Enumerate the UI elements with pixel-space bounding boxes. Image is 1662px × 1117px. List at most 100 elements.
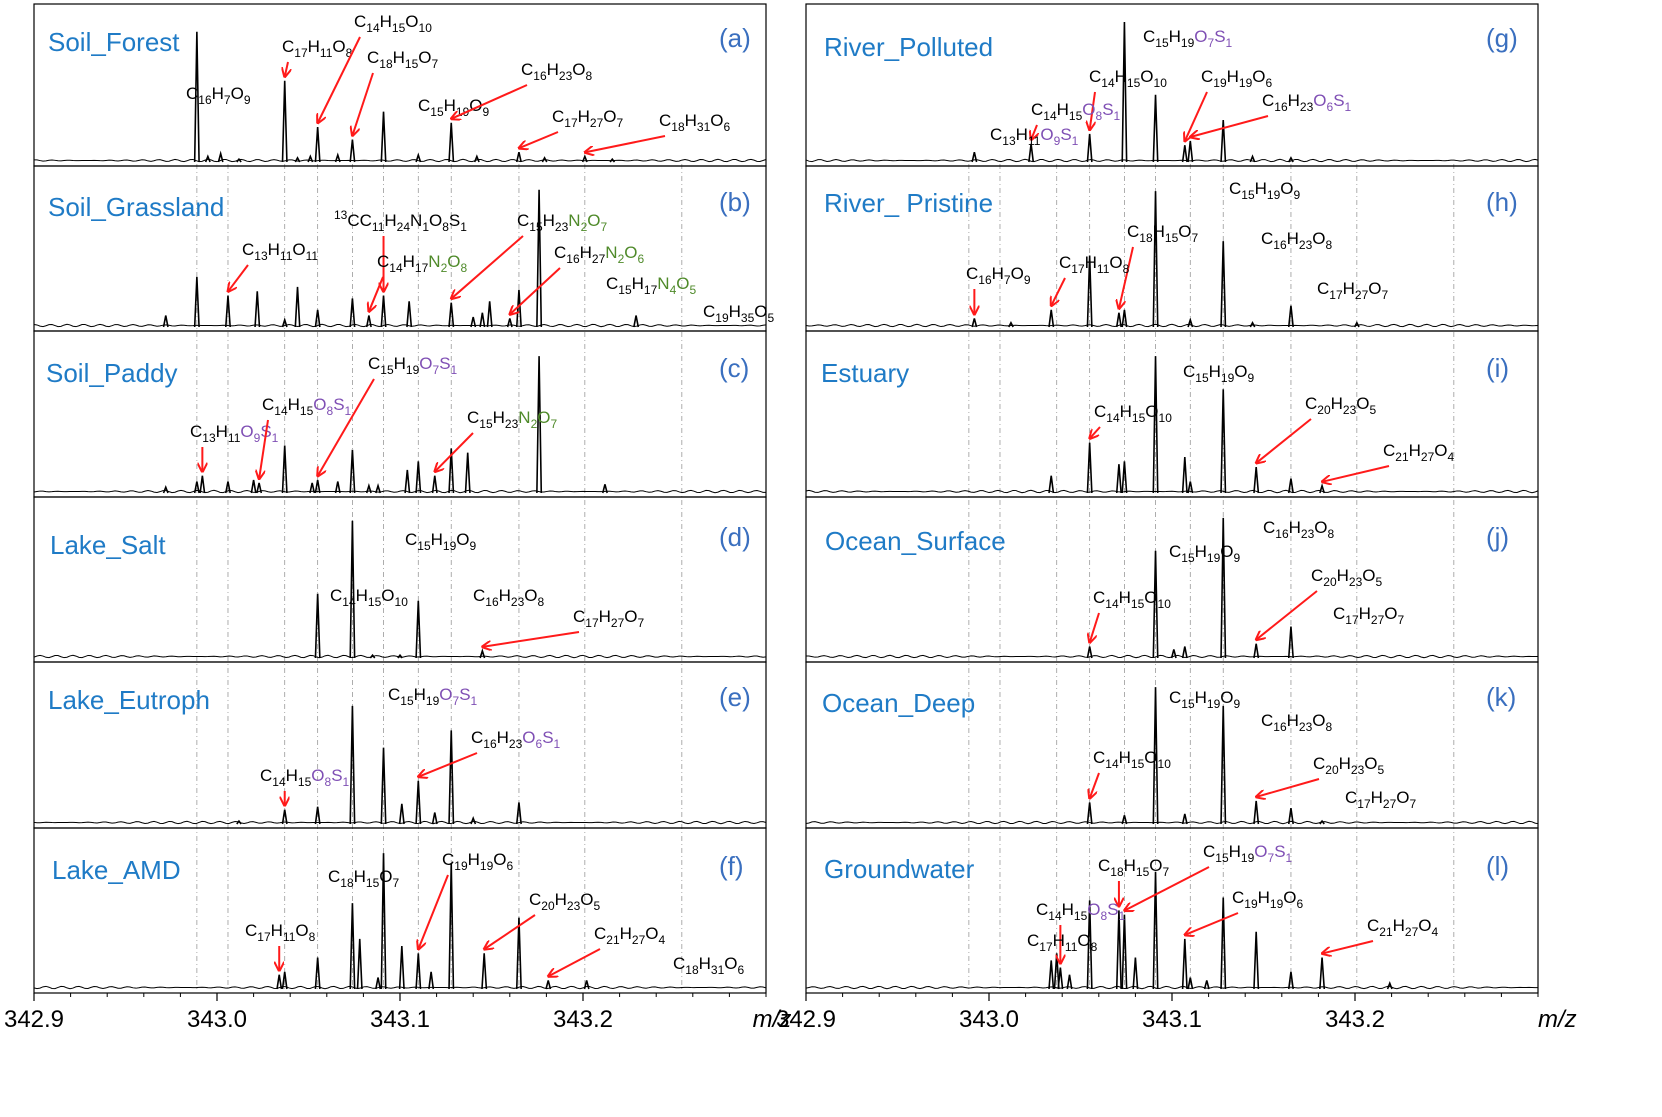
- spectrum-baseline: [33, 158, 767, 163]
- spectrum-peak: [545, 980, 552, 990]
- formula-part: 9: [254, 431, 261, 445]
- formula-part: H: [632, 274, 644, 293]
- formula-part: O: [1011, 264, 1024, 283]
- formula-part: H: [1169, 27, 1181, 46]
- panel-tag: (j): [1486, 522, 1509, 552]
- formula-part: 14: [1101, 76, 1115, 90]
- formula-part: 4: [1432, 925, 1439, 939]
- spectrum-peak: [276, 974, 283, 990]
- x-tick-label: 343.1: [1142, 1006, 1202, 1033]
- formula-part: 19: [1270, 897, 1284, 911]
- formula-label: C14H15O8S1: [1036, 900, 1126, 923]
- formula-part: H: [288, 395, 300, 414]
- reference-lines-layer: [196, 164, 1455, 989]
- formula-part: O: [240, 422, 253, 441]
- formula-part: C: [377, 252, 389, 271]
- formula-part: 5: [1376, 575, 1383, 589]
- annotation-arrow: [318, 36, 361, 123]
- annotation-arrow: [1090, 91, 1096, 130]
- formula-label: C18H15O7: [1098, 856, 1170, 879]
- annotation-arrow: [519, 131, 559, 148]
- spectrum-peak: [601, 484, 608, 494]
- spectrum-peak: [633, 315, 640, 328]
- spectrum-peak: [397, 653, 403, 659]
- formula-part: 31: [711, 963, 725, 977]
- spectrum-peak: [1220, 119, 1227, 163]
- annotation-arrow: [1256, 590, 1318, 640]
- spectrum-peak: [1152, 94, 1159, 163]
- spectrum-peak: [1152, 356, 1159, 494]
- spectrum-baseline: [33, 489, 767, 494]
- formula-part: 16: [483, 737, 497, 751]
- spectrum-peak: [1353, 320, 1360, 328]
- formula-part: O: [1144, 748, 1157, 767]
- formula-part: 11: [306, 249, 319, 263]
- formula-part: 13: [1002, 134, 1016, 148]
- formula-part: C: [1305, 394, 1317, 413]
- formula-label: C17H27O7: [1333, 604, 1405, 627]
- spectrum-peak: [448, 302, 455, 328]
- formula-part: 7: [393, 876, 400, 890]
- formula-part: 17: [294, 46, 308, 60]
- formula-part: H: [1053, 931, 1065, 950]
- formula-part: C: [405, 530, 417, 549]
- formula-part: 7: [638, 616, 645, 630]
- formula-part: C: [1345, 788, 1357, 807]
- spectrum-peak: [1287, 478, 1294, 494]
- formula-part: 23: [505, 417, 519, 431]
- formula-part: 11: [320, 46, 333, 60]
- formula-part: C: [1261, 711, 1273, 730]
- sample-title: River_Polluted: [824, 32, 993, 62]
- formula-part: H: [468, 850, 480, 869]
- spectrum-peak: [1253, 467, 1260, 494]
- annotation-arrow: [1119, 246, 1134, 309]
- sample-title: Groundwater: [824, 854, 975, 884]
- spectrum-peak: [1386, 981, 1393, 990]
- formula-part: H: [1229, 842, 1241, 861]
- spectrum-peak: [415, 461, 422, 494]
- spectrum-peak: [1181, 145, 1188, 163]
- spectrum-peak: [971, 152, 978, 163]
- formula-part: H: [685, 111, 697, 130]
- formula-part: O: [1220, 542, 1233, 561]
- formula-part: O: [1283, 888, 1296, 907]
- formula-label: C15H23N2O7: [517, 211, 607, 234]
- formula-part: H: [555, 890, 567, 909]
- spectrum-peak: [415, 780, 422, 825]
- formula-part: C: [1262, 91, 1274, 110]
- spectrum-peak: [204, 154, 211, 163]
- formula-label: C14H15O8S1: [262, 395, 352, 418]
- formula-part: O: [1149, 856, 1162, 875]
- formula-part: C: [1261, 229, 1273, 248]
- spectrum-peak: [536, 356, 543, 494]
- formula-part: H: [444, 96, 456, 115]
- formula-part: 10: [1159, 411, 1173, 425]
- spectrum-peak: [1181, 938, 1188, 990]
- spectrum-peak: [481, 953, 488, 990]
- formula-part: O: [1368, 279, 1381, 298]
- formula-part: C: [1383, 441, 1395, 460]
- formula-part: C: [552, 107, 564, 126]
- formula-part: N: [428, 252, 440, 271]
- formula-part: 18: [1110, 865, 1124, 879]
- formula-part: 19: [1207, 551, 1221, 565]
- annotation-arrow: [318, 378, 375, 476]
- annotation-arrow: [352, 72, 374, 136]
- spectrum-peak: [541, 156, 548, 163]
- formula-part: O: [493, 850, 506, 869]
- formula-part: H: [1287, 711, 1299, 730]
- formula-part: 23: [1299, 720, 1313, 734]
- formula-part: H: [268, 240, 280, 259]
- panel-tag: (g): [1486, 23, 1518, 53]
- formula-part: 1: [272, 431, 279, 445]
- formula-label: C15H23N2O7: [467, 408, 557, 431]
- formula-part: 23: [1301, 527, 1315, 541]
- formula-part: C: [1203, 842, 1215, 861]
- panel-tag: (i): [1486, 353, 1509, 383]
- spectrum-peak: [334, 481, 341, 494]
- formula-part: O: [676, 274, 689, 293]
- formula-part: O: [1040, 125, 1053, 144]
- formula-part: O: [447, 252, 460, 271]
- formula-part: C: [1093, 588, 1105, 607]
- spectrum-peak: [307, 154, 314, 163]
